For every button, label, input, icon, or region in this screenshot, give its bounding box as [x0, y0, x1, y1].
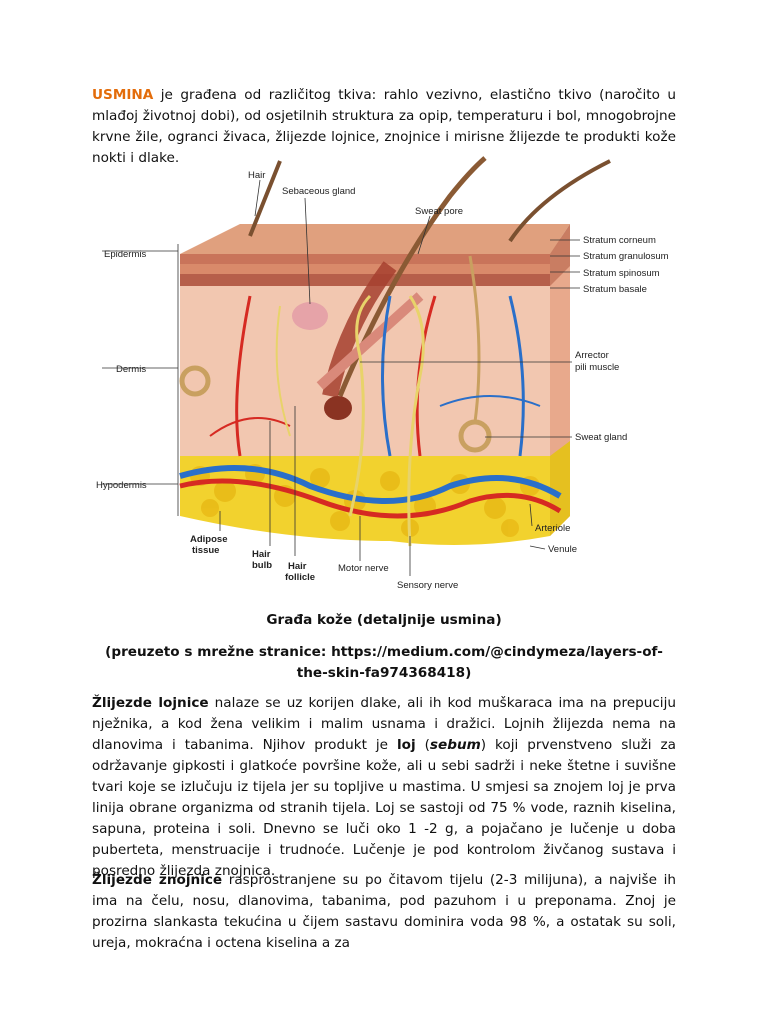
label-stratum-basale: Stratum basale: [583, 284, 647, 295]
sebaceous-heading: Žlijezde lojnice: [92, 695, 209, 711]
label-dermis: Dermis: [116, 364, 146, 375]
intro-text: je građena od različitog tkiva: rahlo ve…: [92, 87, 676, 166]
sebaceous-term-loj: loj: [396, 737, 416, 753]
label-hair-bulb-1: Hair: [252, 549, 271, 560]
label-motor-nerve: Motor nerve: [338, 563, 389, 574]
label-venule: Venule: [548, 544, 577, 555]
label-epidermis: Epidermis: [104, 249, 146, 260]
sweat-text: rasprostranjene su po čitavom tijelu (2-…: [92, 872, 676, 951]
skin-diagram: Hair Sebaceous gland Sweat pore Stratum …: [96, 156, 669, 591]
label-arrector: Arrector: [575, 350, 609, 361]
label-stratum-granulosum: Stratum granulosum: [583, 251, 669, 262]
label-adipose-tissue: tissue: [192, 545, 219, 556]
figure-caption-source: (preuzeto s mrežne stranice: https://med…: [105, 644, 663, 681]
sebaceous-term-sebum: sebum: [429, 737, 481, 753]
sebaceous-paragraph: Žlijezde lojnice nalaze se uz korijen dl…: [92, 693, 676, 882]
figure-caption-title: Građa kože (detaljnije usmina): [266, 612, 502, 628]
label-sensory-nerve: Sensory nerve: [397, 580, 458, 591]
label-sebaceous-gland: Sebaceous gland: [282, 186, 355, 197]
sebaceous-text-1: nalaze se uz korijen dlake, ali ih kod m…: [92, 695, 676, 753]
sweat-heading: Žlijezde znojnice: [92, 872, 223, 888]
label-adipose: Adipose: [190, 534, 227, 545]
label-arrector-pili-muscle: pili muscle: [575, 362, 619, 373]
sebaceous-text-3: ) koji prvenstveno služi za održavanje g…: [92, 737, 677, 879]
intro-paragraph: USMINA je građena od različitog tkiva: r…: [92, 85, 676, 169]
label-sweat-gland: Sweat gland: [575, 432, 627, 443]
label-stratum-spinosum: Stratum spinosum: [583, 268, 660, 279]
sweat-paragraph: Žlijezde znojnice rasprostranjene su po …: [92, 870, 676, 954]
label-arteriole: Arteriole: [535, 523, 570, 534]
label-hair-follicle-2: follicle: [285, 572, 315, 583]
label-hair: Hair: [248, 170, 265, 181]
label-hypodermis: Hypodermis: [96, 480, 147, 491]
sebaceous-text-2: (: [415, 737, 430, 753]
label-stratum-corneum: Stratum corneum: [583, 235, 656, 246]
label-sweat-pore: Sweat pore: [415, 206, 463, 217]
label-hair-bulb-2: bulb: [252, 560, 272, 571]
usmina-highlight: USMINA: [92, 87, 154, 103]
label-hair-follicle-1: Hair: [288, 561, 307, 572]
